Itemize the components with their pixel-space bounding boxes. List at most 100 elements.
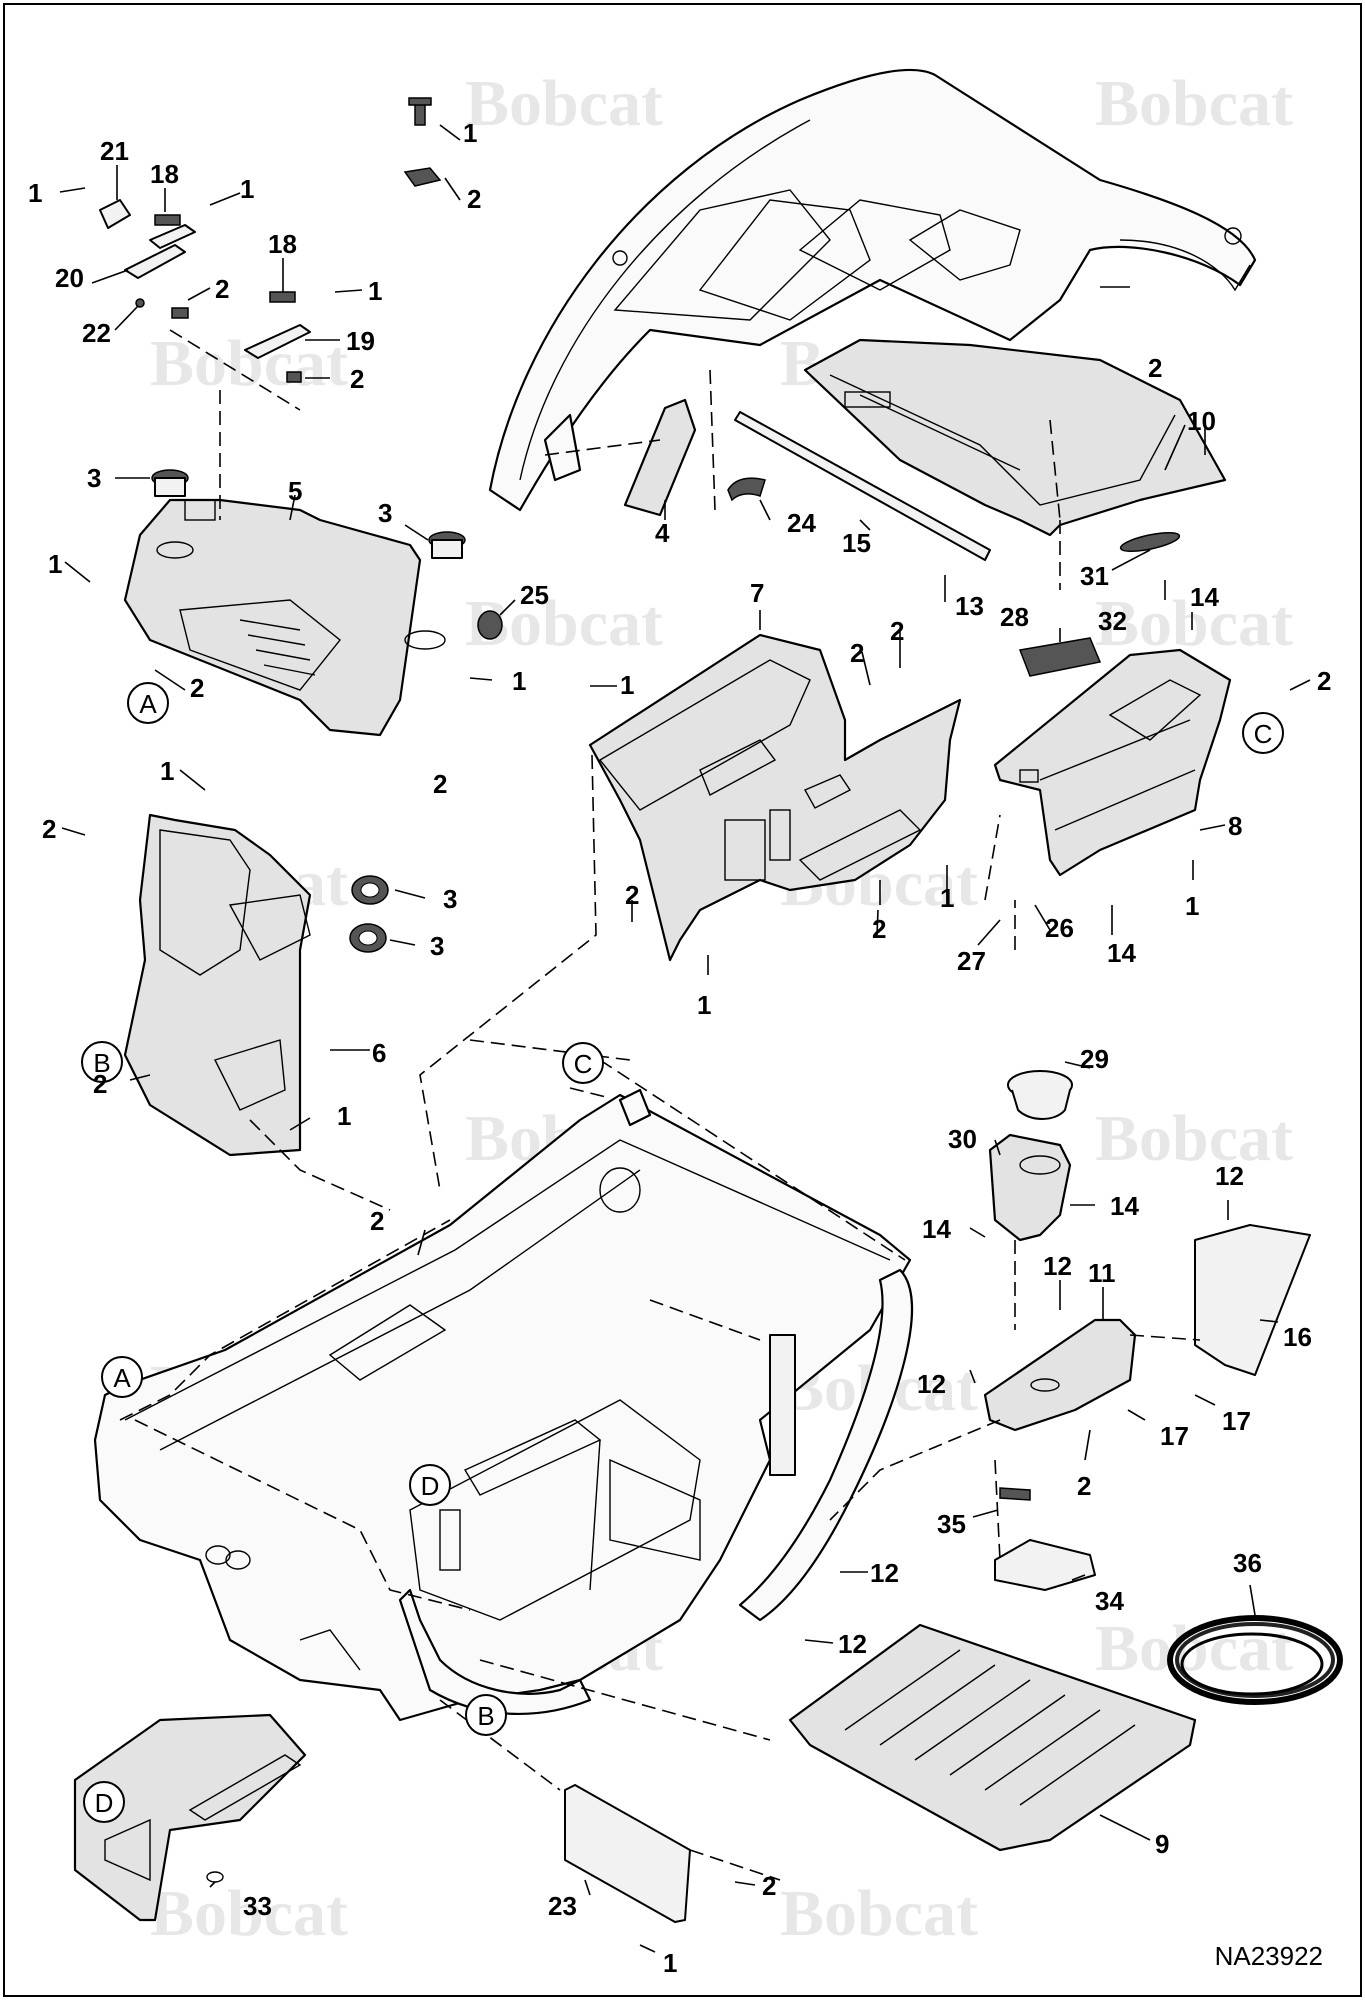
- callout-label: 33: [243, 1891, 272, 1921]
- callout-label: 2: [190, 673, 204, 703]
- callout-label: 26: [1045, 913, 1074, 943]
- callout-label: 20: [55, 263, 84, 293]
- callout-label: 7: [750, 578, 764, 608]
- part-10-headliner: [803, 338, 1227, 537]
- assembly-lines: [119, 329, 1201, 1881]
- callout-label: 1: [368, 276, 382, 306]
- callout-label: 14: [1190, 582, 1219, 612]
- callout-label: 18: [150, 159, 179, 189]
- svg-text:A: A: [139, 689, 157, 719]
- svg-text:D: D: [421, 1471, 440, 1501]
- part-23-cover-plate: [564, 1784, 691, 1923]
- callout-label: 1: [1185, 891, 1199, 921]
- callout-label: 1: [240, 174, 254, 204]
- callout-label: 12: [1043, 1251, 1072, 1281]
- watermark-text: Bobcat: [1095, 587, 1293, 660]
- callout-label: 2: [872, 914, 886, 944]
- callout-label: 2: [890, 616, 904, 646]
- callout-label: 24: [787, 508, 816, 538]
- callout-label: 12: [1215, 1161, 1244, 1191]
- callout-label: 2: [850, 638, 864, 668]
- callout-label: 14: [1110, 1191, 1139, 1221]
- callout-label: 2: [1317, 666, 1331, 696]
- part-33-panel: [73, 1713, 307, 1922]
- part-15-trim-strip: [734, 411, 991, 561]
- callout-label: 19: [346, 326, 375, 356]
- part-2-clip-top: [403, 97, 442, 187]
- watermark-text: Bobcat: [150, 327, 348, 400]
- ref-letter-a-dash: A: [127, 682, 169, 724]
- callout-label: 2: [350, 364, 364, 394]
- callout-label: 22: [82, 318, 111, 348]
- callout-label: 3: [443, 884, 457, 914]
- callout-label: 1: [160, 756, 174, 786]
- part-25-plug: [477, 610, 503, 640]
- main-floor-frame: [93, 1088, 914, 1722]
- callout-label: 3: [430, 931, 444, 961]
- callout-label: 11: [1088, 1258, 1116, 1288]
- callout-label: 3: [378, 498, 392, 528]
- part-3-knob-side: [349, 875, 389, 953]
- part-3-knob: [151, 469, 466, 559]
- callout-label: 2: [467, 184, 481, 214]
- part-34-bracket: [994, 1539, 1096, 1591]
- ref-letter-d-frame: D: [409, 1464, 451, 1506]
- part-21-20-bracket-assembly: [99, 199, 196, 319]
- callout-label: 2: [433, 769, 447, 799]
- leader-lines: [59, 124, 1311, 1953]
- svg-text:A: A: [113, 1363, 131, 1393]
- ref-letter-d-panel: D: [83, 1781, 125, 1823]
- callout-label: 23: [548, 1891, 577, 1921]
- callout-label: 35: [937, 1509, 966, 1539]
- rops-roof-frame: [488, 68, 1257, 512]
- part-5-upper-dash-panel: [123, 498, 446, 737]
- part-24-handle: [727, 477, 766, 502]
- callout-label: 1: [337, 1101, 351, 1131]
- callout-label: 4: [655, 518, 670, 548]
- callout-label: 12: [917, 1369, 946, 1399]
- watermark-text: Bobcat: [1095, 67, 1293, 140]
- watermark-text: Bobcat: [465, 67, 663, 140]
- svg-text:D: D: [95, 1788, 114, 1818]
- part-29-cup-holder: [1007, 1070, 1073, 1120]
- callout-label: 32: [1098, 606, 1127, 636]
- callout-label: 1: [463, 118, 477, 148]
- part-19-bracket-assembly: [244, 291, 311, 383]
- callout-label: 2: [42, 814, 56, 844]
- callout-label: 17: [1222, 1406, 1251, 1436]
- drawing-border: [3, 3, 1362, 1997]
- callout-label: 34: [1095, 1586, 1124, 1616]
- callout-label: 36: [1233, 1548, 1262, 1578]
- callout-label: 2: [762, 1871, 776, 1901]
- part-28-pad: [1018, 637, 1102, 677]
- callout-label: 1: [512, 666, 526, 696]
- callout-label: 31: [1080, 561, 1109, 591]
- part-35-strip: [999, 1487, 1031, 1501]
- part-9-floor-mat: [788, 1623, 1197, 1852]
- part-16-bracket-plate: [1194, 1224, 1311, 1376]
- callout-label: 5: [288, 476, 302, 506]
- part-6-side-console: [123, 813, 312, 1157]
- callout-label: 14: [922, 1214, 951, 1244]
- callout-label: 1: [663, 1948, 677, 1978]
- ref-letter-c-frame: C: [562, 1042, 604, 1084]
- ref-letter-a-frame: A: [101, 1356, 143, 1398]
- svg-text:C: C: [1254, 719, 1273, 749]
- callout-label: 27: [957, 946, 986, 976]
- callout-label: 1: [697, 990, 711, 1020]
- part-31-lens: [1119, 531, 1181, 553]
- callout-label: 2: [215, 274, 229, 304]
- callout-label: 2: [93, 1069, 107, 1099]
- ref-letter-b-frame: B: [465, 1694, 507, 1736]
- callout-label: 14: [1107, 938, 1136, 968]
- callout-label: 17: [1160, 1421, 1189, 1451]
- part-8-rear-console: [993, 648, 1232, 877]
- callout-label: 10: [1187, 406, 1216, 436]
- callout-label: 2: [1148, 353, 1162, 383]
- callout-label: 29: [1080, 1044, 1109, 1074]
- part-30-cup-holder-base: [988, 1133, 1072, 1242]
- callout-label: 8: [1228, 811, 1242, 841]
- callout-label: 2: [370, 1206, 384, 1236]
